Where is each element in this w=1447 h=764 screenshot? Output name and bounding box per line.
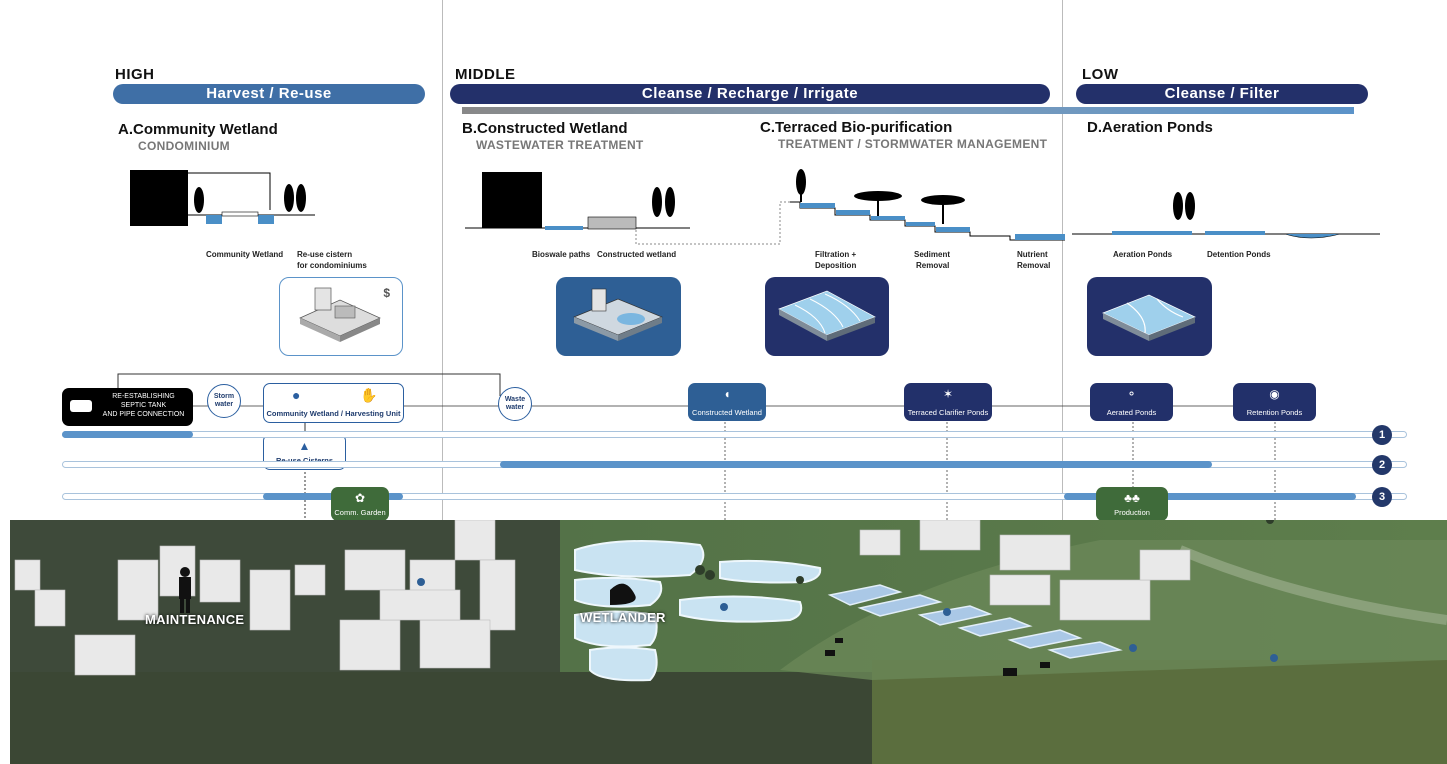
- zone-label-low: LOW: [1082, 66, 1119, 83]
- label-detention-ponds: Detention Ponds: [1207, 250, 1271, 259]
- section-c-title: C.Terraced Bio-purification: [760, 119, 953, 136]
- label-reuse-cistern-2: for condominiums: [297, 261, 367, 270]
- aerated-ponds-node[interactable]: ⚬ Aerated Ponds: [1090, 383, 1173, 421]
- section-elevation-diagrams: [130, 169, 1380, 245]
- card-terraced-biopurification: [765, 277, 889, 356]
- section-b-subtitle: WASTEWATER TREATMENT: [476, 138, 644, 152]
- ponds-axonometric-icon: [1102, 294, 1196, 341]
- label-aeration-ponds: Aeration Ponds: [1113, 250, 1173, 259]
- garden-plant-icon: ✿: [354, 491, 366, 505]
- wastewater-line-2: water: [505, 404, 525, 411]
- septic-connection-node[interactable]: RE-ESTABLISHING SEPTIC TANK AND PIPE CON…: [62, 388, 193, 426]
- section-d-title: D.Aeration Ponds: [1087, 119, 1213, 136]
- aerated-ponds-label: Aerated Ponds: [1106, 408, 1157, 417]
- track-1: [62, 431, 1407, 438]
- cistern-icon: ▲: [298, 439, 311, 453]
- cost-dollar-icon: $: [383, 286, 390, 300]
- clarifier-icon: ✶: [942, 387, 954, 401]
- section-a-subtitle: CONDOMINIUM: [138, 139, 230, 153]
- track-3: [62, 493, 1407, 500]
- community-wetland-node[interactable]: ● ✋ Community Wetland / Harvesting Unit: [263, 383, 404, 423]
- stormwater-line-2: water: [214, 401, 234, 408]
- septic-line-3: AND PIPE CONNECTION: [102, 411, 185, 418]
- comm-garden-label: Comm. Garden: [334, 508, 386, 517]
- section-c-subtitle: TREATMENT / STORMWATER MANAGEMENT: [778, 137, 1048, 151]
- crops-icon: ♣♣: [1124, 491, 1140, 505]
- track-3-fill-b: [1064, 493, 1356, 500]
- wetland-axonometric-icon: [573, 288, 663, 341]
- constructed-wetland-node-label: Constructed Wetland: [692, 408, 762, 417]
- card-community-wetland: $: [279, 277, 403, 356]
- label-nutrient-removal: Removal: [1017, 261, 1051, 270]
- section-b-title: B.Constructed Wetland: [462, 120, 628, 137]
- wastewater-line-1: Waste: [504, 396, 526, 403]
- building-axonometric-icon: [299, 287, 381, 342]
- label-removal: Removal: [916, 261, 950, 270]
- track-1-number: 1: [1372, 425, 1392, 445]
- wastewater-input: Waste water: [498, 387, 532, 421]
- label-nutrient: Nutrient: [1017, 250, 1048, 259]
- zone-label-middle: MIDDLE: [455, 66, 516, 83]
- card-constructed-wetland: [556, 277, 681, 356]
- septic-line-2: SEPTIC TANK: [120, 402, 167, 409]
- stormwater-line-1: Storm: [213, 393, 235, 400]
- production-node[interactable]: ♣♣ Production: [1096, 487, 1168, 521]
- retention-ponds-label: Retention Ponds: [1246, 408, 1303, 417]
- maintenance-label: MAINTENANCE: [145, 612, 245, 627]
- label-constructed-wetland: Constructed wetland: [597, 250, 677, 259]
- banner-middle: Cleanse / Recharge / Irrigate: [450, 84, 1050, 104]
- production-label: Production: [1114, 508, 1150, 517]
- gradient-bar: [462, 107, 1354, 114]
- comm-garden-node[interactable]: ✿ Comm. Garden: [331, 487, 389, 521]
- reuse-cisterns-label: Re-use Cisterns: [264, 456, 345, 465]
- track-2-number: 2: [1372, 455, 1392, 475]
- retention-ponds-node[interactable]: ◉ Retention Ponds: [1233, 383, 1316, 421]
- landscape-scene: [10, 520, 1447, 764]
- zone-divider-middle-low: [1062, 0, 1063, 520]
- terraced-axonometric-icon: [778, 290, 876, 341]
- label-bioswale: Bioswale paths: [532, 250, 591, 259]
- label-community-wetland: Community Wetland: [206, 250, 284, 259]
- label-reuse-cistern: Re-use cistern: [297, 250, 353, 259]
- harvesting-hand-icon: ✋: [360, 387, 378, 403]
- track-3-number: 3: [1372, 487, 1392, 507]
- label-sediment: Sediment: [914, 250, 951, 259]
- track-2-fill: [500, 461, 1212, 468]
- constructed-wetland-node[interactable]: ◖ Constructed Wetland: [688, 383, 766, 421]
- section-a-title: A.Community Wetland: [118, 121, 278, 138]
- water-drop-icon: ●: [292, 387, 301, 403]
- terraced-clarifier-label: Terraced Clarifier Ponds: [907, 408, 989, 417]
- septic-tank-icon: [70, 400, 92, 412]
- banner-low: Cleanse / Filter: [1076, 84, 1368, 104]
- retention-icon: ◉: [1269, 387, 1280, 401]
- stormwater-input: Storm water: [207, 384, 241, 418]
- aeration-icon: ⚬: [1126, 387, 1137, 401]
- label-deposition: Deposition: [815, 261, 857, 270]
- track-1-fill: [62, 431, 193, 438]
- terraced-clarifier-node[interactable]: ✶ Terraced Clarifier Ponds: [904, 383, 992, 421]
- banner-high: Harvest / Re-use: [113, 84, 425, 104]
- zone-label-high: HIGH: [115, 66, 155, 83]
- wetlander-label: WETLANDER: [580, 610, 666, 625]
- septic-line-1: RE-ESTABLISHING: [112, 393, 175, 400]
- community-wetland-label: Community Wetland / Harvesting Unit: [266, 409, 401, 418]
- card-aeration-ponds: [1087, 277, 1212, 356]
- zone-divider-high-middle: [442, 0, 443, 520]
- label-filtration: Filtration +: [815, 250, 857, 259]
- wetland-pond-icon: ◖: [723, 387, 731, 401]
